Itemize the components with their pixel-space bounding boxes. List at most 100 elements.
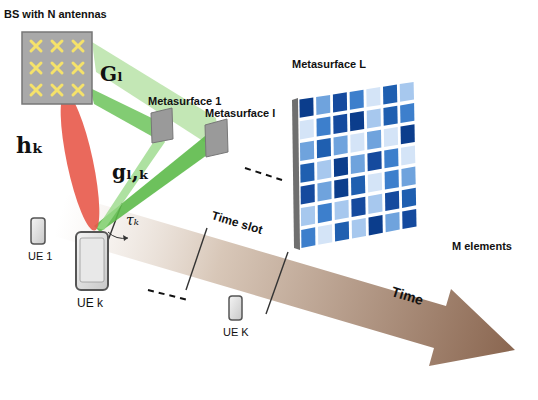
metasurface-element bbox=[317, 138, 331, 158]
metasurface-element bbox=[351, 154, 365, 174]
antenna-cross bbox=[73, 85, 83, 95]
metasurface-element bbox=[333, 92, 347, 112]
labelled-figure: Metasurface 1 bbox=[148, 95, 221, 107]
labelled-figure: UE K bbox=[223, 326, 249, 338]
antenna-cross bbox=[73, 85, 83, 95]
labelled-figure: Metasurface l bbox=[205, 107, 275, 119]
bs-antenna-panel bbox=[22, 32, 92, 104]
delay-arrowhead bbox=[123, 235, 128, 241]
antenna-cross bbox=[52, 41, 62, 51]
metasurface-element bbox=[350, 133, 364, 153]
time-slot-line bbox=[186, 228, 207, 290]
antenna-array bbox=[31, 41, 83, 95]
antenna-cross bbox=[31, 41, 41, 51]
metasurface-element bbox=[367, 109, 381, 129]
antenna-cross bbox=[31, 85, 41, 95]
metasurface-panel bbox=[205, 119, 228, 157]
metasurface-element bbox=[301, 227, 315, 248]
metasurface-element bbox=[334, 157, 348, 177]
figure-label: UE 1 bbox=[28, 250, 52, 262]
metasurface-element bbox=[385, 170, 399, 190]
metasurface-element bbox=[334, 178, 348, 198]
figure-label: Metasurface 1 bbox=[148, 95, 221, 107]
antenna-cross bbox=[52, 63, 62, 73]
antenna-cross bbox=[31, 85, 41, 95]
metasurface-element bbox=[301, 184, 315, 205]
metasurface-element bbox=[368, 194, 382, 214]
channel-symbol: hₖ bbox=[16, 132, 44, 158]
labelled-figure: UE k bbox=[77, 296, 103, 310]
metasurface-edge bbox=[292, 98, 300, 250]
antenna-cross bbox=[31, 41, 41, 51]
metasurface-element bbox=[400, 103, 414, 123]
metasurface-element bbox=[334, 135, 348, 155]
antenna-cross bbox=[52, 85, 62, 95]
metasurface-element bbox=[401, 145, 415, 165]
metasurface-element bbox=[301, 206, 315, 227]
antenna-cross bbox=[52, 41, 62, 51]
metasurface-element bbox=[316, 95, 330, 115]
metasurface-element bbox=[335, 221, 349, 241]
channel-symbol: gₗ,ₖ bbox=[112, 160, 149, 184]
metasurface-element bbox=[383, 106, 397, 126]
metasurface-element bbox=[351, 175, 365, 195]
metasurface-element bbox=[300, 162, 314, 182]
metasurface-element bbox=[385, 212, 399, 232]
ue-phone bbox=[229, 296, 242, 320]
figure-label: Metasurface L bbox=[292, 58, 366, 70]
time-arrow bbox=[54, 194, 515, 366]
element-count-label: M elements bbox=[452, 240, 512, 252]
metasurface-element bbox=[369, 215, 383, 235]
antenna-cross bbox=[73, 63, 83, 73]
metasurface-element bbox=[318, 224, 332, 245]
metasurface-element bbox=[300, 141, 314, 161]
metasurface-element bbox=[401, 124, 415, 144]
metasurface-element bbox=[384, 148, 398, 168]
metasurface-element bbox=[367, 151, 381, 171]
metasurface-element bbox=[318, 203, 332, 224]
metasurface-element bbox=[351, 197, 365, 217]
metasurface-element bbox=[384, 127, 398, 147]
ue-phone-screen bbox=[80, 238, 104, 282]
metasurface-element bbox=[300, 119, 314, 139]
metasurface-ue-beam bbox=[94, 132, 214, 232]
labelled-figure: BS with N antennas bbox=[4, 8, 107, 20]
metasurface-element bbox=[385, 191, 399, 211]
metasurface-grid bbox=[299, 82, 416, 248]
metasurface-element bbox=[367, 130, 381, 150]
metasurface-element bbox=[333, 114, 347, 134]
metasurface-element bbox=[368, 172, 382, 192]
figure-label: UE K bbox=[223, 326, 249, 338]
metasurface-element bbox=[383, 85, 397, 105]
ue-phone bbox=[31, 218, 45, 244]
labelled-figure: UE 1 bbox=[28, 250, 52, 262]
time-slot-line bbox=[266, 252, 288, 314]
metasurface-element bbox=[401, 167, 415, 187]
figure-label: Metasurface l bbox=[205, 107, 275, 119]
metasurface-element bbox=[350, 111, 364, 131]
metasurface-panel bbox=[151, 108, 173, 143]
antenna-cross bbox=[52, 63, 62, 73]
channel-symbol: Gₗ bbox=[100, 62, 123, 86]
delay-symbol: τₖ bbox=[126, 212, 139, 228]
metasurface-element bbox=[402, 188, 416, 208]
figure-label: UE k bbox=[77, 296, 103, 310]
metasurface-element bbox=[335, 200, 349, 220]
figure-label: BS with N antennas bbox=[4, 8, 107, 20]
metasurface-element bbox=[317, 160, 331, 180]
metasurface-element bbox=[350, 90, 364, 110]
metasurface-element bbox=[317, 116, 331, 136]
direct-beam bbox=[53, 91, 108, 233]
continuation-dash bbox=[148, 290, 188, 300]
antenna-cross bbox=[52, 85, 62, 95]
metasurface-element bbox=[402, 209, 416, 229]
metasurface-element bbox=[299, 98, 313, 118]
antenna-cross bbox=[31, 63, 41, 73]
metasurface-element bbox=[400, 82, 414, 102]
antenna-cross bbox=[73, 41, 83, 51]
antenna-cross bbox=[31, 63, 41, 73]
labelled-figure: Metasurface L bbox=[292, 58, 366, 70]
metasurface-element bbox=[352, 218, 366, 238]
